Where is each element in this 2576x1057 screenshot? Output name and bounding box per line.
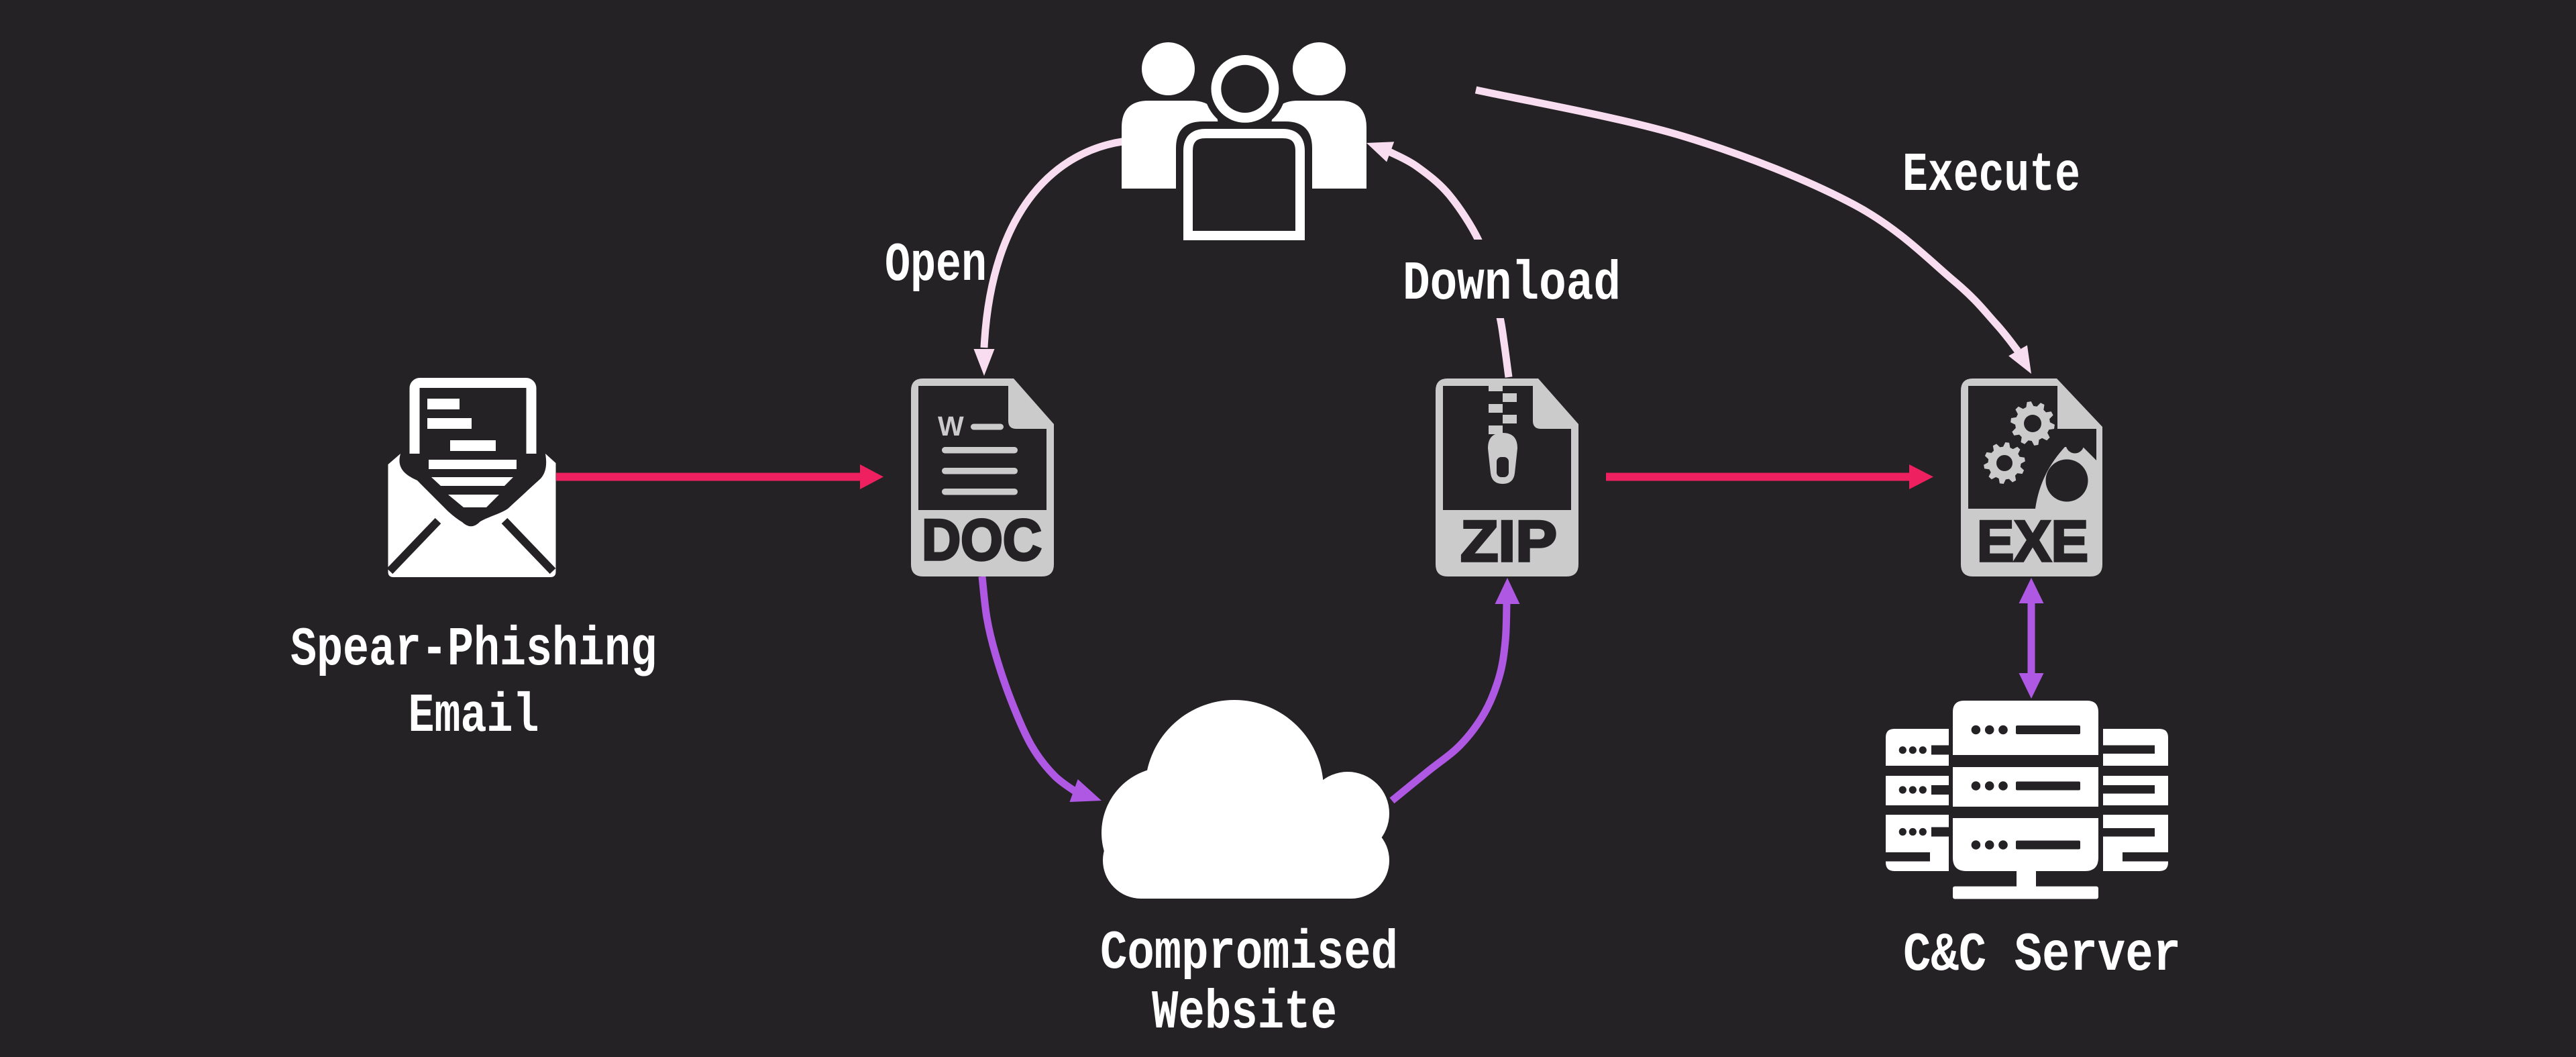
svg-text:Execute: Execute: [1902, 144, 2080, 207]
svg-text:DOC: DOC: [922, 508, 1042, 572]
svg-text:Download: Download: [1403, 253, 1621, 315]
svg-text:C&C Server: C&C Server: [1903, 924, 2181, 987]
svg-text:Email: Email: [409, 685, 539, 748]
svg-text:Compromised: Compromised: [1100, 922, 1398, 985]
svg-text:EXE: EXE: [1977, 509, 2088, 574]
svg-text:Open: Open: [885, 234, 987, 297]
svg-text:W: W: [938, 411, 964, 442]
svg-text:Spear-Phishing: Spear-Phishing: [290, 619, 657, 681]
svg-text:ZIP: ZIP: [1460, 509, 1557, 574]
svg-text:Website: Website: [1152, 982, 1337, 1044]
